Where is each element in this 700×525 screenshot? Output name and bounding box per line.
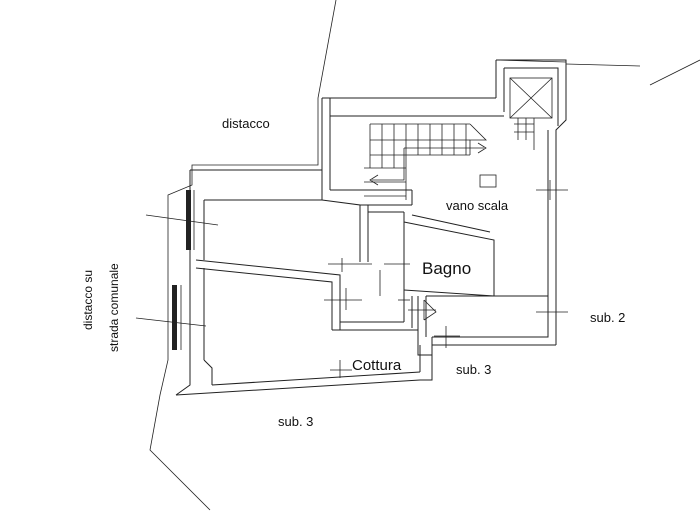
shaft xyxy=(509,77,553,150)
interior-walls xyxy=(175,190,548,396)
section-ticks xyxy=(135,180,568,378)
label-sub2: sub. 2 xyxy=(590,310,625,325)
label-vano-scala: vano scala xyxy=(446,198,509,213)
label-sub3-bottom: sub. 3 xyxy=(278,414,313,429)
label-cottura: Cottura xyxy=(352,357,402,374)
label-strada-comunale: strada comunale xyxy=(107,263,121,352)
building-outline xyxy=(175,59,567,396)
lot-boundary xyxy=(149,0,700,511)
label-sub3-right: sub. 3 xyxy=(456,362,491,377)
label-distacco-su: distacco su xyxy=(81,270,95,330)
staircase xyxy=(364,123,497,200)
label-distacco: distacco xyxy=(222,116,270,131)
label-bagno: Bagno xyxy=(422,259,471,278)
windows xyxy=(172,190,195,350)
